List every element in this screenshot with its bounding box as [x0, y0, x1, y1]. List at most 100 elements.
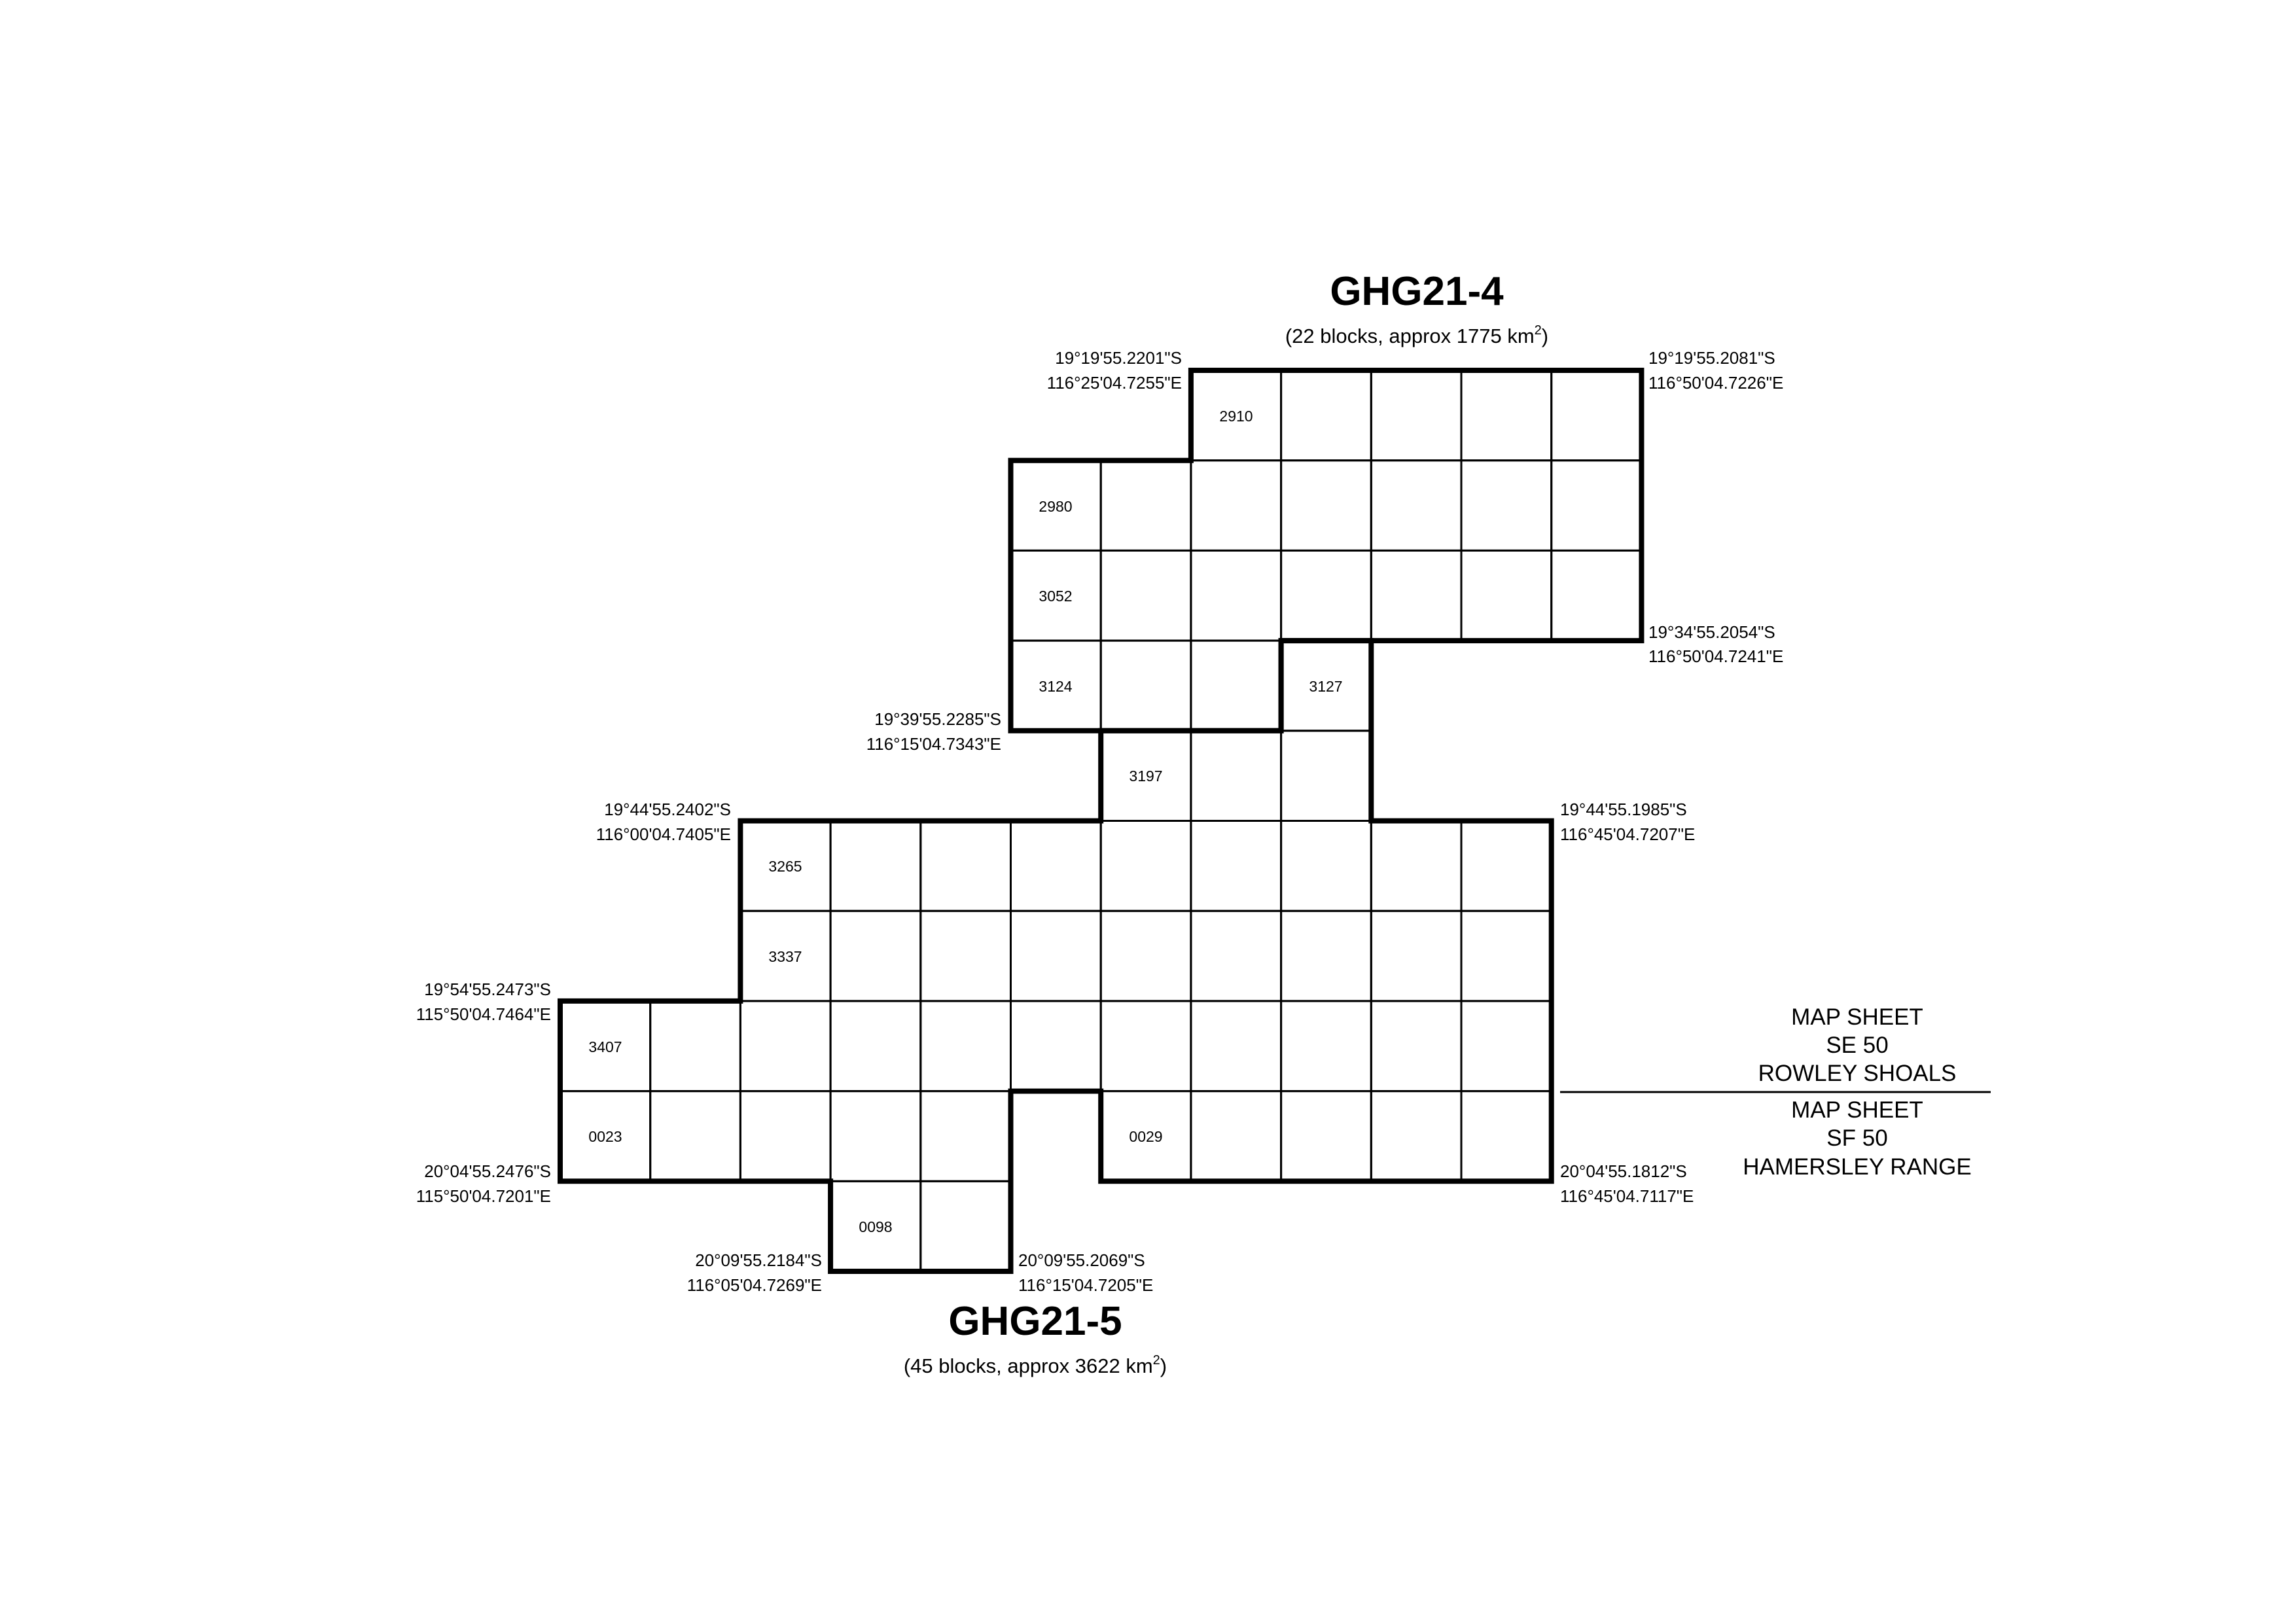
area-subtitle-ghg21-5: (45 blocks, approx 3622 km2): [904, 1353, 1167, 1377]
grid-block: [919, 1180, 1012, 1273]
block-number: 3124: [1039, 678, 1072, 695]
grid-block: [1280, 730, 1372, 822]
corner-lon: 116°05'04.7269"E: [687, 1275, 822, 1295]
grid-block: [1370, 549, 1463, 642]
grid-block: [829, 1000, 922, 1093]
grid-block: [1190, 459, 1283, 552]
grid-block: [829, 1090, 922, 1182]
grid-block: [1190, 1090, 1283, 1182]
corner-lat: 19°19'55.2081"S: [1648, 348, 1775, 368]
grid-block: [919, 1000, 1012, 1093]
grid-block: [919, 820, 1012, 912]
block-number: 3337: [768, 948, 802, 965]
map-sheet-south-line: MAP SHEET: [1791, 1097, 1923, 1123]
grid-block: [1010, 909, 1102, 1002]
grid-block: [1190, 1000, 1283, 1093]
grid-block: [1099, 820, 1192, 912]
block-number: 0098: [859, 1218, 892, 1235]
block-number: 2980: [1039, 498, 1072, 515]
corner-lat: 19°54'55.2473"S: [424, 980, 551, 999]
corner-lat: 20°09'55.2184"S: [695, 1250, 822, 1270]
grid-block: [1280, 909, 1372, 1002]
permit-boundaries: [558, 368, 1645, 1274]
corner-lon: 116°25'04.7255"E: [1047, 373, 1182, 393]
corner-coordinates-ghg21-5: 19°44'55.2402"S 116°00'04.7405"E 19°44'5…: [416, 800, 1696, 1295]
grid-block: [1460, 909, 1553, 1002]
map-sheet-north-line: SE 50: [1826, 1033, 1888, 1058]
grid-block: [1280, 1090, 1372, 1182]
block-number: 3265: [768, 858, 802, 875]
grid-block: [1460, 1000, 1553, 1093]
corner-lat: 20°04'55.2476"S: [424, 1161, 551, 1181]
grid-block: [1099, 909, 1192, 1002]
grid-block: [1550, 459, 1643, 552]
corner-coordinates-ghg21-4: 19°19'55.2201"S 116°25'04.7255"E 19°19'5…: [866, 348, 1784, 754]
grid-block: [1099, 549, 1192, 642]
grid-block: [919, 1090, 1012, 1182]
grid-block: [1550, 369, 1643, 462]
corner-lon: 116°00'04.7405"E: [596, 824, 731, 844]
grid-block: [1190, 549, 1283, 642]
map-sheet-north-line: MAP SHEET: [1791, 1004, 1923, 1030]
corner-lon: 116°50'04.7226"E: [1648, 373, 1783, 393]
map-sheet-north-label: MAP SHEET SE 50 ROWLEY SHOALS: [1758, 1004, 1957, 1086]
corner-lat: 20°04'55.1812"S: [1560, 1161, 1687, 1181]
grid-block: [1460, 549, 1553, 642]
grid-block: [649, 1000, 741, 1093]
grid-block: [1370, 1090, 1463, 1182]
corner-lon: 115°50'04.7464"E: [416, 1004, 551, 1024]
grid-block: [739, 1000, 832, 1093]
block-number: 3407: [588, 1038, 622, 1055]
block-number: 3127: [1309, 678, 1342, 695]
grid-block: [649, 1090, 741, 1182]
grid-block: [1460, 1090, 1553, 1182]
grid-block: [1280, 459, 1372, 552]
block-number: 0029: [1129, 1128, 1162, 1145]
area-title-ghg21-4: GHG21-4: [1330, 269, 1504, 314]
grid-block: [1190, 730, 1283, 822]
corner-lat: 19°44'55.1985"S: [1560, 800, 1687, 819]
grid-block: [1099, 639, 1192, 732]
corner-lon: 115°50'04.7201"E: [416, 1186, 551, 1206]
area-title-ghg21-5: GHG21-5: [948, 1299, 1122, 1344]
corner-lat: 19°34'55.2054"S: [1648, 622, 1775, 642]
ghg21-5-boundary: [558, 638, 1554, 1274]
corner-lon: 116°50'04.7241"E: [1648, 646, 1783, 666]
grid-block: [1370, 459, 1463, 552]
corner-lon: 116°15'04.7343"E: [866, 734, 1001, 754]
grid-block: [1190, 820, 1283, 912]
grid-block: [1190, 639, 1283, 732]
grid-block: [1370, 369, 1463, 462]
grid-block: [1460, 459, 1553, 552]
corner-lon: 116°15'04.7205"E: [1018, 1275, 1153, 1295]
grid-block: [829, 909, 922, 1002]
grid-block: [1099, 459, 1192, 552]
grid-block: [1280, 820, 1372, 912]
grid-block: [1370, 820, 1463, 912]
grid-block: [1370, 909, 1463, 1002]
grid-block: [1280, 369, 1372, 462]
grid-block: [1550, 549, 1643, 642]
grid-block: [829, 820, 922, 912]
block-number: 2910: [1219, 408, 1253, 425]
corner-lat: 19°44'55.2402"S: [604, 800, 731, 819]
map-sheet-south-label: MAP SHEET SF 50 HAMERSLEY RANGE: [1743, 1097, 1971, 1180]
map-sheet-south-line: SF 50: [1826, 1125, 1887, 1151]
grid-block: [1460, 369, 1553, 462]
corner-lat: 20°09'55.2069"S: [1018, 1250, 1145, 1270]
block-number-labels: 2910 2980 3052 3124 3127 3197 3265 3337 …: [588, 408, 1342, 1235]
block-number: 3197: [1129, 768, 1162, 785]
grid-block: [919, 909, 1012, 1002]
corner-lat: 19°19'55.2201"S: [1055, 348, 1182, 368]
grid-block: [1370, 1000, 1463, 1093]
map-sheet-south-line: HAMERSLEY RANGE: [1743, 1154, 1971, 1180]
corner-lon: 116°45'04.7207"E: [1560, 824, 1695, 844]
grid-block: [1010, 820, 1102, 912]
map-sheet-north-line: ROWLEY SHOALS: [1758, 1061, 1957, 1086]
grid-block: [1280, 1000, 1372, 1093]
block-number: 0023: [588, 1128, 622, 1145]
grid-block: [1280, 549, 1372, 642]
grid-block: [1010, 1000, 1102, 1093]
corner-lat: 19°39'55.2285"S: [874, 709, 1001, 729]
